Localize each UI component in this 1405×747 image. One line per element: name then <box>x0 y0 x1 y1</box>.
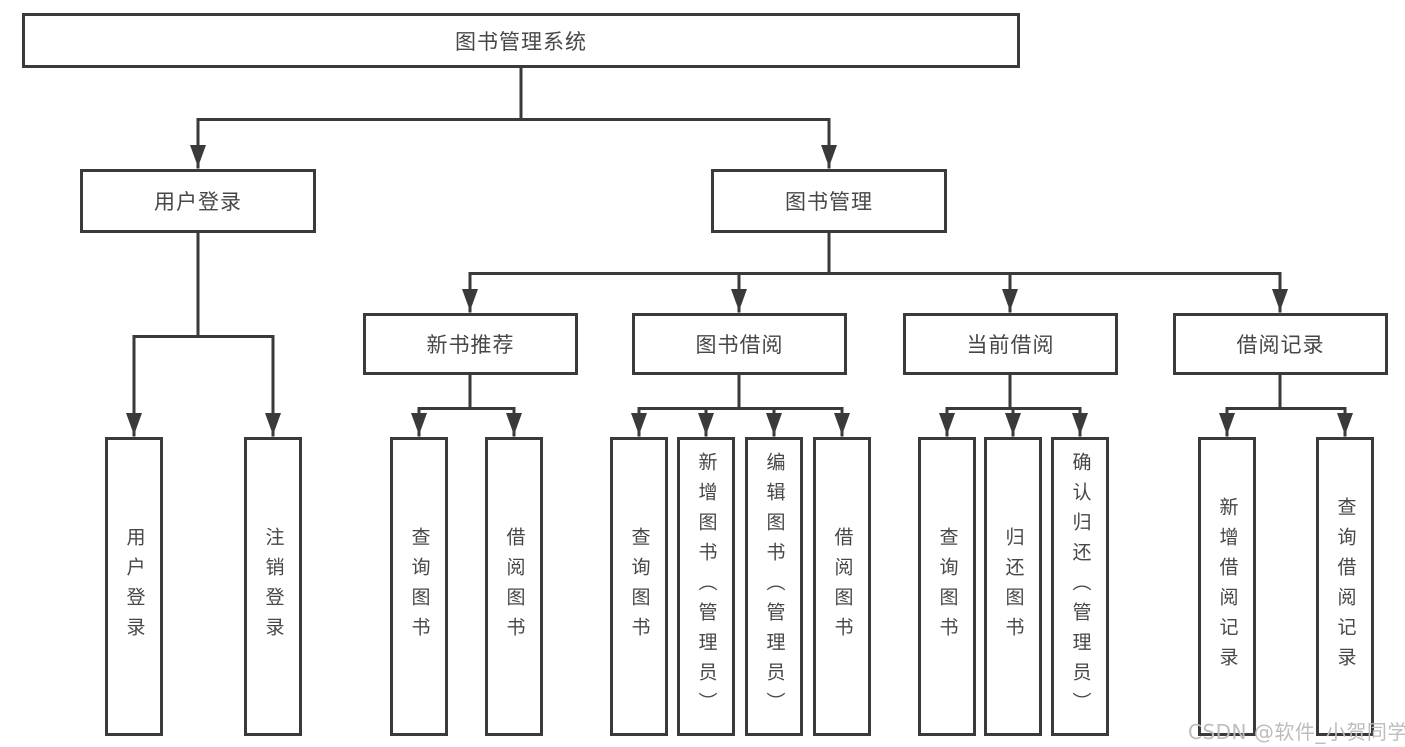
leaf-query-borrow-record-label: 查询借阅记录 <box>1334 496 1357 677</box>
node-current-borrow-label: 当前借阅 <box>966 333 1055 357</box>
leaf-current-query-book-label: 查询图书 <box>936 526 959 647</box>
node-user-login-label: 用户登录 <box>154 190 242 214</box>
node-system-root: 图书管理系统 <box>22 13 1020 68</box>
leaf-borrow-book-label: 借阅图书 <box>831 526 854 647</box>
leaf-recommend-borrow-book-label: 借阅图书 <box>503 526 526 647</box>
node-current-borrow: 当前借阅 <box>903 313 1118 375</box>
leaf-user-login: 用户登录 <box>105 437 163 736</box>
leaf-return-book-label: 归还图书 <box>1002 526 1025 647</box>
node-user-login: 用户登录 <box>80 169 316 233</box>
leaf-query-borrow-record: 查询借阅记录 <box>1316 437 1374 736</box>
leaf-add-borrow-record-label: 新增借阅记录 <box>1216 496 1239 677</box>
leaf-logout: 注销登录 <box>244 437 302 736</box>
node-book-borrow: 图书借阅 <box>632 313 847 375</box>
node-system-root-label: 图书管理系统 <box>455 29 587 54</box>
leaf-add-book-admin-label: 新增图书（管理员） <box>695 451 718 722</box>
node-book-management: 图书管理 <box>711 169 947 233</box>
leaf-user-login-label: 用户登录 <box>123 526 146 647</box>
leaf-recommend-query-book-label: 查询图书 <box>408 526 431 647</box>
node-new-book-recommend-label: 新书推荐 <box>426 333 515 357</box>
leaf-recommend-borrow-book: 借阅图书 <box>485 437 543 736</box>
csdn-watermark: CSDN @软件_小贺同学 <box>1188 720 1405 744</box>
leaf-recommend-query-book: 查询图书 <box>390 437 448 736</box>
node-borrow-records: 借阅记录 <box>1173 313 1388 375</box>
leaf-confirm-return-admin: 确认归还（管理员） <box>1051 437 1109 736</box>
leaf-current-query-book: 查询图书 <box>918 437 976 736</box>
leaf-borrow-book: 借阅图书 <box>813 437 871 736</box>
leaf-borrow-query-book-label: 查询图书 <box>628 526 651 647</box>
node-book-borrow-label: 图书借阅 <box>695 333 784 357</box>
leaf-edit-book-admin: 编辑图书（管理员） <box>745 437 803 736</box>
node-new-book-recommend: 新书推荐 <box>363 313 578 375</box>
leaf-add-book-admin: 新增图书（管理员） <box>677 437 735 736</box>
node-book-management-label: 图书管理 <box>785 190 873 214</box>
leaf-borrow-query-book: 查询图书 <box>610 437 668 736</box>
leaf-return-book: 归还图书 <box>984 437 1042 736</box>
leaf-logout-label: 注销登录 <box>262 526 285 647</box>
leaf-edit-book-admin-label: 编辑图书（管理员） <box>763 451 786 722</box>
node-borrow-records-label: 借阅记录 <box>1236 333 1325 357</box>
leaf-add-borrow-record: 新增借阅记录 <box>1198 437 1256 736</box>
leaf-confirm-return-admin-label: 确认归还（管理员） <box>1069 451 1092 722</box>
